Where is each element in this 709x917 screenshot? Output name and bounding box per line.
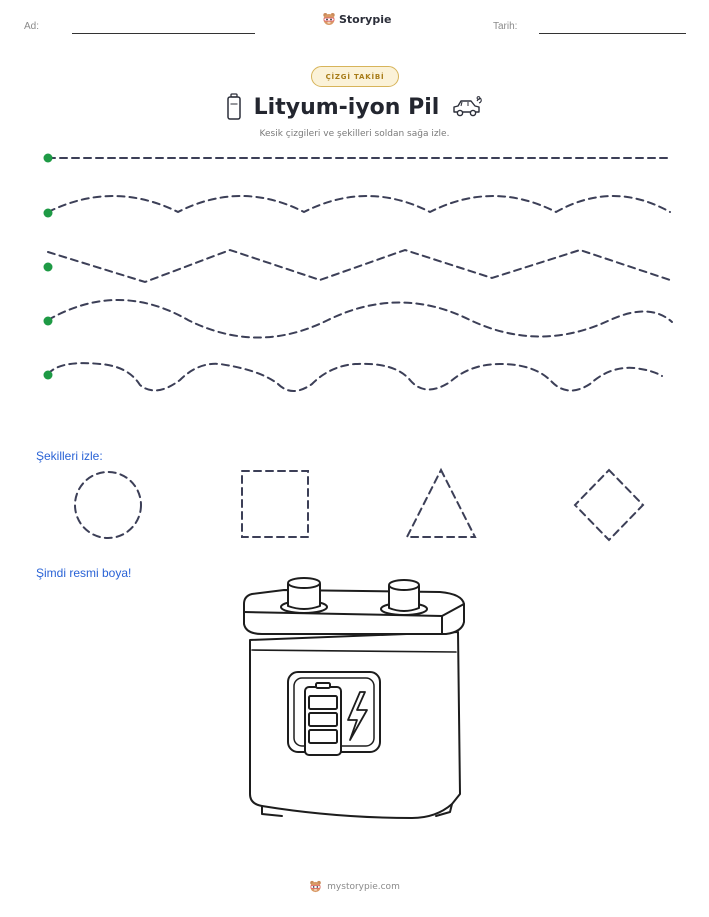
trace-shape-diamond bbox=[573, 468, 645, 542]
coloring-label: Şimdi resmi boya! bbox=[36, 566, 132, 580]
worksheet-type-badge: ÇİZGİ TAKİBİ bbox=[311, 66, 399, 87]
start-dot bbox=[43, 153, 53, 163]
trace-shape-square bbox=[241, 470, 309, 538]
start-dot bbox=[43, 262, 53, 272]
trace-shape-triangle bbox=[405, 467, 477, 538]
bear-mascot-icon bbox=[323, 13, 335, 25]
title-row: Lityum-iyon Pil bbox=[0, 90, 709, 124]
trace-line-bumpy-wave bbox=[47, 362, 663, 392]
footer: mystorypie.com bbox=[0, 880, 709, 893]
page-title: Lityum-iyon Pil bbox=[253, 94, 440, 120]
instructions: Kesik çizgileri ve şekilleri soldan sağa… bbox=[259, 129, 450, 139]
brand: Storypie bbox=[322, 12, 391, 26]
battery-coloring-illustration[interactable] bbox=[236, 572, 472, 830]
name-line[interactable] bbox=[72, 33, 255, 34]
date-label: Tarih: bbox=[493, 21, 518, 32]
electric-car-icon bbox=[453, 96, 483, 117]
start-dot bbox=[43, 370, 53, 380]
battery-icon bbox=[226, 93, 241, 120]
trace-line-gentle-wave bbox=[47, 195, 671, 214]
bear-mascot-icon bbox=[310, 880, 321, 893]
date-line[interactable] bbox=[539, 33, 686, 34]
start-dot bbox=[43, 208, 53, 218]
trace-shape-circle bbox=[74, 471, 142, 539]
trace-line-wave bbox=[47, 299, 673, 339]
trace-shapes[interactable] bbox=[0, 460, 709, 550]
brand-name: Storypie bbox=[339, 12, 392, 26]
shapes-label: Şekilleri izle: bbox=[36, 449, 103, 463]
trace-line-zigzag bbox=[47, 248, 671, 284]
footer-url[interactable]: mystorypie.com bbox=[327, 881, 400, 892]
start-dot bbox=[43, 316, 53, 326]
name-label: Ad: bbox=[24, 21, 40, 32]
tracing-lines[interactable] bbox=[0, 140, 709, 400]
